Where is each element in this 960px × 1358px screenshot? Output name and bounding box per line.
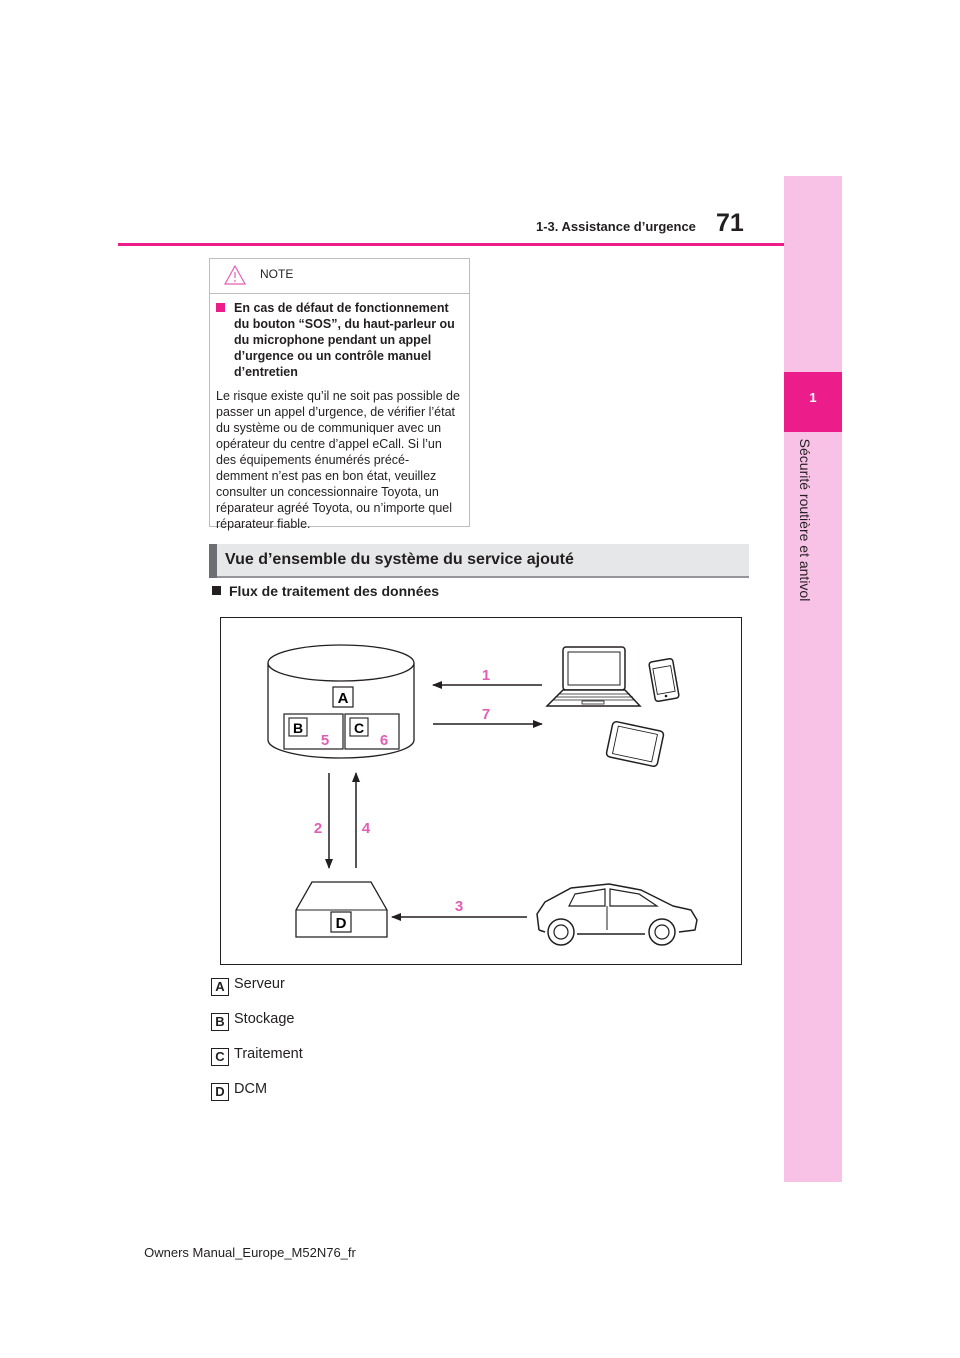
legend-text-processing: Traitement (234, 1046, 303, 1062)
legend-text-dcm: DCM (234, 1081, 267, 1097)
arrow-step-2: 2 (314, 773, 329, 868)
note-box: NOTE En cas de défaut de fonctionnement … (209, 258, 470, 527)
section-title: 1-3. Assistance d’urgence (536, 219, 696, 234)
tablet-icon (606, 721, 664, 767)
legend-letter-b: B (211, 1013, 229, 1031)
header-rule (118, 243, 784, 246)
overview-section-bar: Vue d’ensemble du système du service ajo… (209, 544, 749, 578)
section-accent (209, 544, 217, 578)
warning-icon (224, 265, 246, 285)
step-5-label: 5 (321, 732, 329, 749)
legend-letter-a: A (211, 978, 229, 996)
note-heading-text: En cas de défaut de fonctionnement du bo… (234, 301, 455, 379)
dcm-letter: D (336, 915, 347, 932)
page-number: 71 (716, 209, 744, 238)
storage-box: B 5 (284, 714, 343, 749)
step-2-label: 2 (314, 820, 322, 837)
arrow-step-3: 3 (392, 898, 527, 917)
flow-heading: Flux de traitement des données (212, 583, 439, 599)
flow-heading-text: Flux de traitement des données (229, 583, 439, 599)
square-bullet (212, 586, 221, 595)
storage-letter: B (293, 720, 303, 736)
legend-text-server: Serveur (234, 976, 285, 992)
dcm-unit: D (296, 882, 387, 937)
step-7-label: 7 (482, 706, 490, 723)
data-flow-diagram: A B 5 C 6 1 7 (220, 617, 742, 965)
server-label-box: A (333, 687, 353, 707)
note-heading: En cas de défaut de fonctionnement du bo… (216, 300, 464, 380)
note-header: NOTE (210, 259, 469, 294)
footer-text: Owners Manual_Europe_M52N76_fr (0, 1245, 500, 1260)
legend-item-server: A Serveur (211, 976, 285, 996)
legend-item-processing: C Traitement (211, 1046, 303, 1066)
note-body: Le risque existe qu’il ne soit pas possi… (216, 388, 461, 532)
legend-letter-d: D (211, 1083, 229, 1101)
legend-letter-c: C (211, 1048, 229, 1066)
legend-item-dcm: D DCM (211, 1081, 267, 1101)
legend-text-storage: Stockage (234, 1011, 294, 1027)
server-letter: A (338, 690, 349, 707)
chapter-sidebar (784, 176, 842, 1182)
processing-letter: C (354, 720, 364, 736)
chapter-title: Sécurité routière et antivol (797, 439, 813, 602)
step-4-label: 4 (362, 820, 371, 837)
pink-square-bullet (216, 303, 225, 312)
chapter-number: 1 (784, 390, 842, 405)
arrow-step-1: 1 (433, 667, 542, 685)
legend-item-storage: B Stockage (211, 1011, 294, 1031)
processing-box: C 6 (345, 714, 399, 749)
laptop-icon (547, 647, 640, 706)
arrow-step-7: 7 (433, 706, 542, 724)
overview-title: Vue d’ensemble du système du service ajo… (225, 551, 574, 569)
car-icon (537, 884, 697, 945)
arrow-step-4: 4 (356, 773, 371, 868)
smartphone-icon (649, 658, 680, 702)
step-1-label: 1 (482, 667, 490, 684)
step-6-label: 6 (380, 732, 388, 749)
step-3-label: 3 (455, 898, 463, 915)
note-label: NOTE (260, 267, 293, 281)
data-flow-svg: A B 5 C 6 1 7 (221, 618, 741, 964)
